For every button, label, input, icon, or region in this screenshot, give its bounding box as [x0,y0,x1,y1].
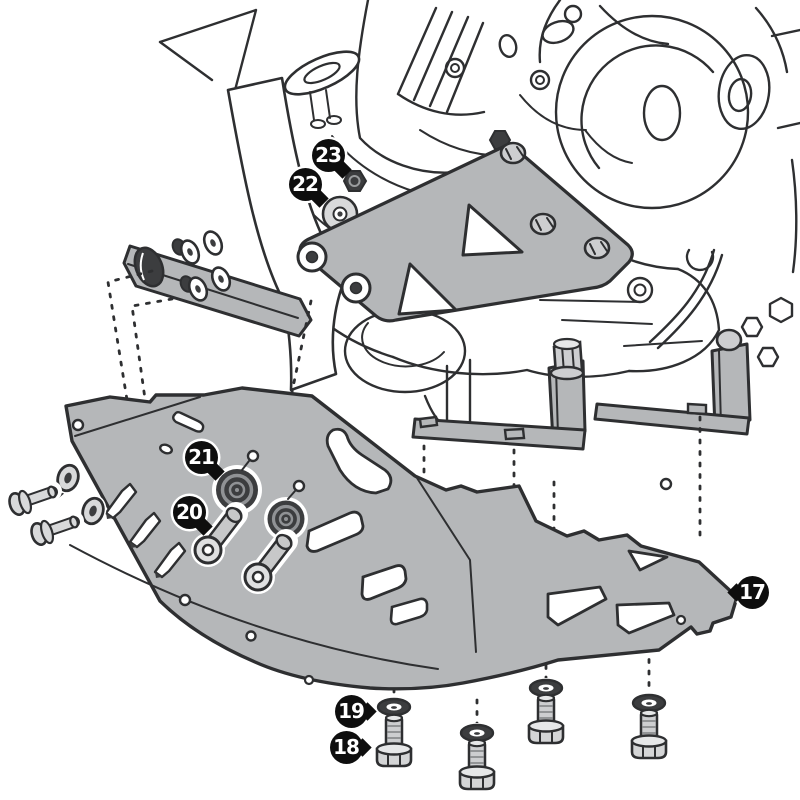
side-bolt [30,511,84,546]
engine-mount-lug [423,358,472,435]
front-mounting-bracket [296,141,634,323]
bottom-bolt [375,713,413,768]
hook-slot [325,427,393,495]
side-bolts [8,481,84,546]
callout-number: 21 [188,445,215,469]
callout-number: 23 [315,143,342,167]
callout-21: 21 [184,440,225,481]
callout-23: 23 [311,138,352,179]
rear-vent [546,585,608,627]
side-washer [79,495,107,527]
bracket-cutout [461,203,524,257]
callout-20: 20 [172,495,213,536]
engine-bolt-icon [768,296,794,324]
callout-number: 20 [176,500,203,524]
callout-17: 17 [726,575,769,609]
side-vent [389,597,429,626]
bottom-bolt [458,738,496,791]
bottom-washer [375,697,413,717]
side-vent [305,510,365,553]
callout-18: 18 [329,730,372,764]
louver-vents [51,467,187,579]
callout-number: 17 [739,580,766,604]
side-washer [54,462,82,494]
standoff-pin [191,502,248,567]
exhaust-flange [283,50,361,96]
clutch-cover-circle [554,14,750,210]
callout-number: 18 [333,735,360,759]
bracket-bolt-icon [499,141,527,165]
bottom-washer [527,678,565,698]
skid-plate-outline [64,386,739,691]
bottom-bolt [527,693,565,745]
callout-22: 22 [288,167,329,208]
plate-holes [71,418,687,686]
nut-part-23 [342,170,368,192]
side-vent [360,564,408,601]
bracket-cutout [397,262,458,316]
bottom-hardware [375,678,668,791]
rubber-grommet [264,497,308,541]
callout-19: 19 [334,694,377,728]
standoff-pin [241,529,298,594]
bottom-bolt [630,708,668,760]
rubber-grommet [212,465,262,515]
side-bolt [8,481,62,516]
callout-number: 19 [338,699,365,723]
rear-triangle-vent [627,549,669,572]
skid-plate [51,386,739,691]
rear-mounting-brackets [411,328,752,451]
bottom-washer [458,723,496,743]
rear-vent [615,601,676,635]
left-mounting-bracket [122,230,313,338]
callout-number: 22 [292,172,319,196]
clutch-cable [648,248,724,350]
top-slot [172,411,205,433]
